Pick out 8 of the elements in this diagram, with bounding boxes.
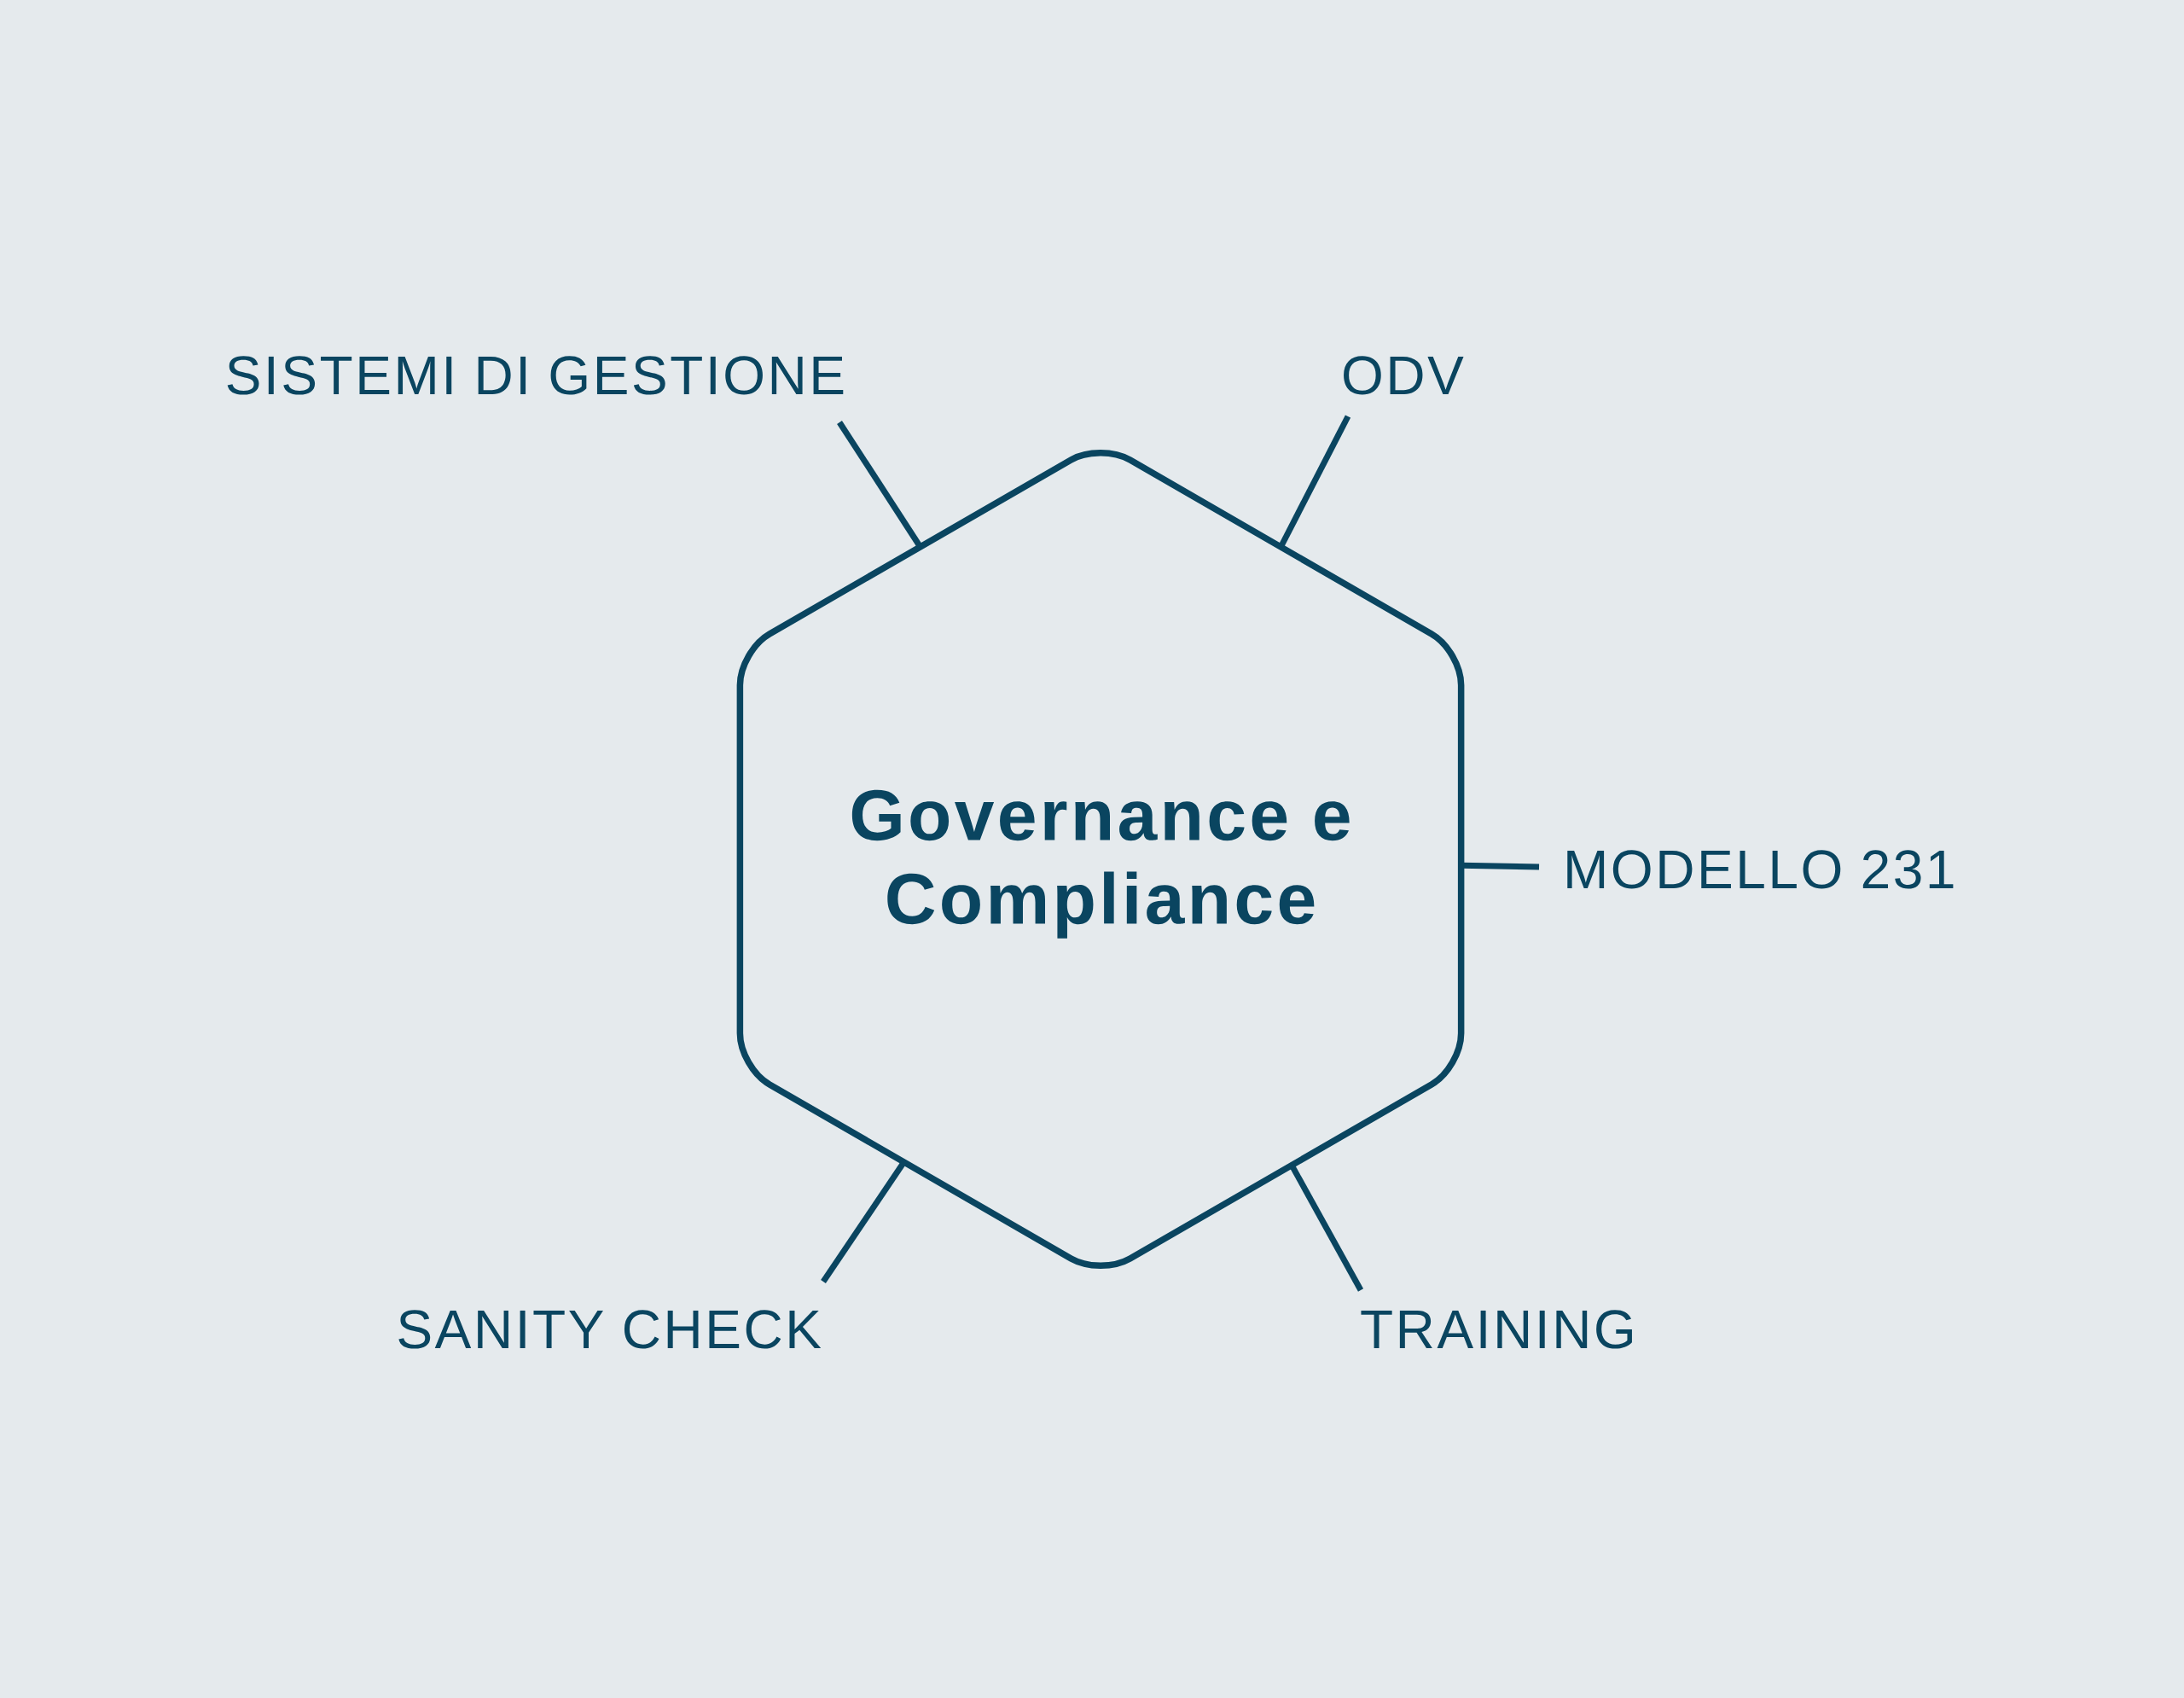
leader-line — [837, 421, 923, 549]
label: SISTEMI DI GESTIONE — [227, 356, 844, 395]
label: TRAINING — [1361, 1310, 1632, 1349]
hexagon: Governance e Compliance — [736, 449, 1465, 1270]
label: ODV — [1344, 356, 1464, 395]
label: MODELLO 231 — [1567, 850, 1954, 889]
label: SANITY CHECK — [398, 1310, 822, 1349]
leader-line — [1278, 415, 1351, 549]
